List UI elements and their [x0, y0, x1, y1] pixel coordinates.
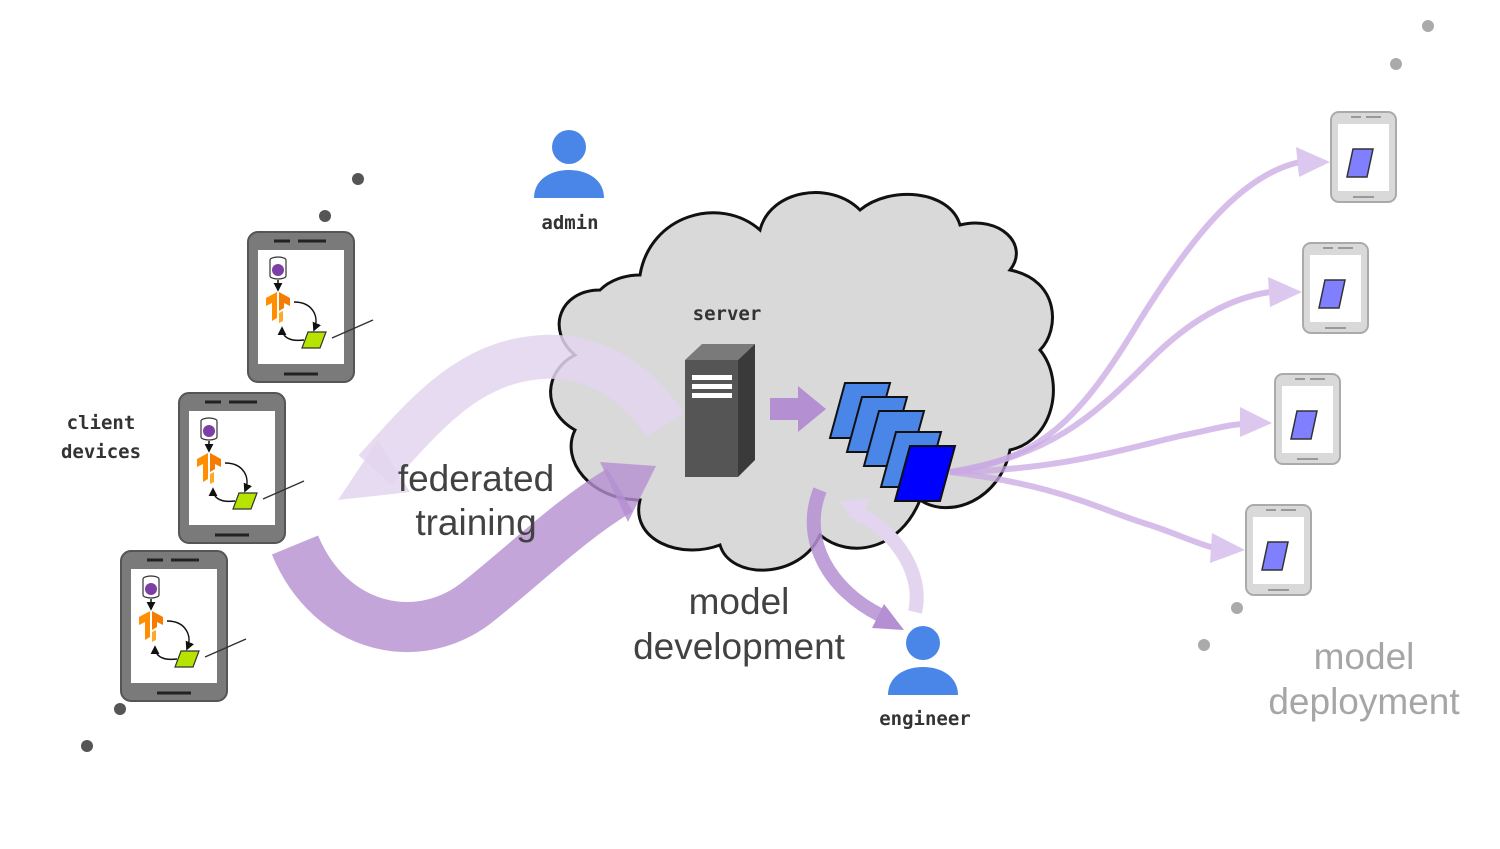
deployment-arrowheads — [1210, 147, 1330, 563]
admin-person-icon — [534, 130, 604, 198]
engineer-label: engineer — [879, 708, 971, 730]
model-development-flow — [806, 487, 924, 630]
client-devices — [120, 231, 374, 702]
server-to-model-arrow — [770, 386, 826, 432]
model-versions — [828, 382, 957, 502]
federated-training-label-line2: training — [415, 502, 536, 543]
phone-icon — [1274, 373, 1341, 465]
client-ellipsis-dots — [81, 173, 364, 752]
client-devices-label-line2: devices — [61, 441, 141, 463]
phone-icon — [247, 231, 374, 383]
model-deployment-label-line1: model — [1314, 636, 1415, 677]
model-tile-final — [893, 445, 957, 502]
model-deployment-label-line2: deployment — [1268, 681, 1460, 722]
phone-icon — [1245, 504, 1312, 596]
client-devices-label-line1: client — [67, 412, 136, 434]
phone-icon — [1302, 242, 1369, 334]
model-deployment-flow — [949, 159, 1301, 551]
admin-label: admin — [541, 212, 598, 234]
federated-training-label-line1: federated — [398, 458, 554, 499]
federated-training-flow — [271, 334, 684, 652]
engineer-person-icon — [888, 626, 958, 695]
phone-icon — [1330, 111, 1397, 203]
deployed-devices — [1245, 111, 1397, 596]
server-icon — [685, 344, 755, 477]
model-development-label-line2: development — [633, 626, 846, 667]
model-development-label-line1: model — [689, 581, 790, 622]
phone-icon — [120, 550, 247, 702]
deployment-ellipsis-dots — [1198, 20, 1434, 651]
phone-icon — [178, 392, 305, 544]
server-label: server — [693, 303, 762, 325]
